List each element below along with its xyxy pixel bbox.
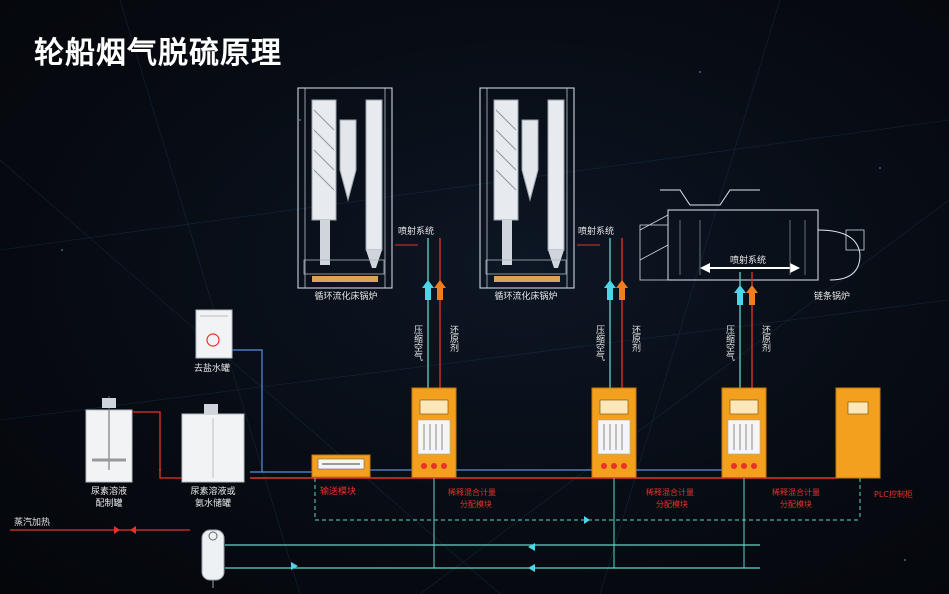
up-arrows bbox=[422, 280, 758, 305]
urea-storage-tank-label-1: 尿素溶液或 bbox=[190, 487, 236, 497]
metering-unit-1-label-2: 分配模块 bbox=[460, 500, 492, 509]
cfb-boiler-2 bbox=[479, 87, 575, 289]
plc-control-cabinet bbox=[835, 387, 881, 479]
steam-heating-line bbox=[10, 526, 190, 534]
metering-unit-2-label-2: 分配模块 bbox=[656, 500, 688, 509]
metering-cabinet-3 bbox=[721, 387, 767, 479]
compressed-air-label-1: 压缩空气 bbox=[412, 325, 422, 361]
page-title: 轮船烟气脱硫原理 bbox=[34, 36, 282, 71]
urea-storage-tank bbox=[181, 404, 245, 483]
metering-cabinet-1 bbox=[411, 387, 457, 479]
compressed-air-label-3: 压缩空气 bbox=[724, 325, 734, 361]
cfb-boiler-1-label: 循环流化床锅炉 bbox=[314, 292, 378, 302]
urea-prep-tank-label-1: 尿素溶液 bbox=[90, 487, 127, 497]
cfb-boiler-1 bbox=[297, 87, 393, 289]
chain-grate-boiler-label: 链条锅炉 bbox=[814, 292, 851, 302]
desalted-water-tank bbox=[195, 309, 263, 472]
reductant-label-2: 还原剂 bbox=[630, 325, 640, 352]
metering-unit-1-label-1: 稀释混合计量 bbox=[448, 488, 496, 497]
steam-heating-label: 蒸汽加热 bbox=[14, 518, 51, 528]
reductant-label-1: 还原剂 bbox=[448, 325, 458, 352]
distribution-lines bbox=[225, 469, 861, 572]
spray-system-3-label: 喷射系统 bbox=[730, 256, 767, 266]
metering-unit-3-label-2: 分配模块 bbox=[780, 500, 812, 509]
delivery-module-label: 输送模块 bbox=[320, 487, 357, 497]
metering-unit-3-label-1: 稀释混合计量 bbox=[772, 488, 820, 497]
urea-prep-tank bbox=[85, 396, 186, 483]
spray-system-1-label: 喷射系统 bbox=[398, 227, 435, 237]
boiler-feed-lines bbox=[422, 238, 758, 392]
delivery-module bbox=[311, 454, 371, 478]
spray-system-2-label: 喷射系统 bbox=[578, 227, 615, 237]
urea-prep-tank-label-2: 配制罐 bbox=[95, 499, 123, 509]
compressed-air-vessel bbox=[201, 529, 225, 588]
compressed-air-label-2: 压缩空气 bbox=[594, 325, 604, 361]
metering-unit-2-label-1: 稀释混合计量 bbox=[646, 488, 694, 497]
plc-cabinet-label: PLC控制柜 bbox=[874, 490, 913, 499]
metering-cabinet-2 bbox=[591, 387, 637, 479]
urea-storage-tank-label-2: 氨水储罐 bbox=[194, 499, 231, 509]
chain-grate-boiler bbox=[639, 189, 865, 281]
desalted-water-tank-label: 去盐水罐 bbox=[194, 364, 231, 374]
reductant-label-3: 还原剂 bbox=[760, 325, 770, 352]
cfb-boiler-2-label: 循环流化床锅炉 bbox=[494, 292, 558, 302]
